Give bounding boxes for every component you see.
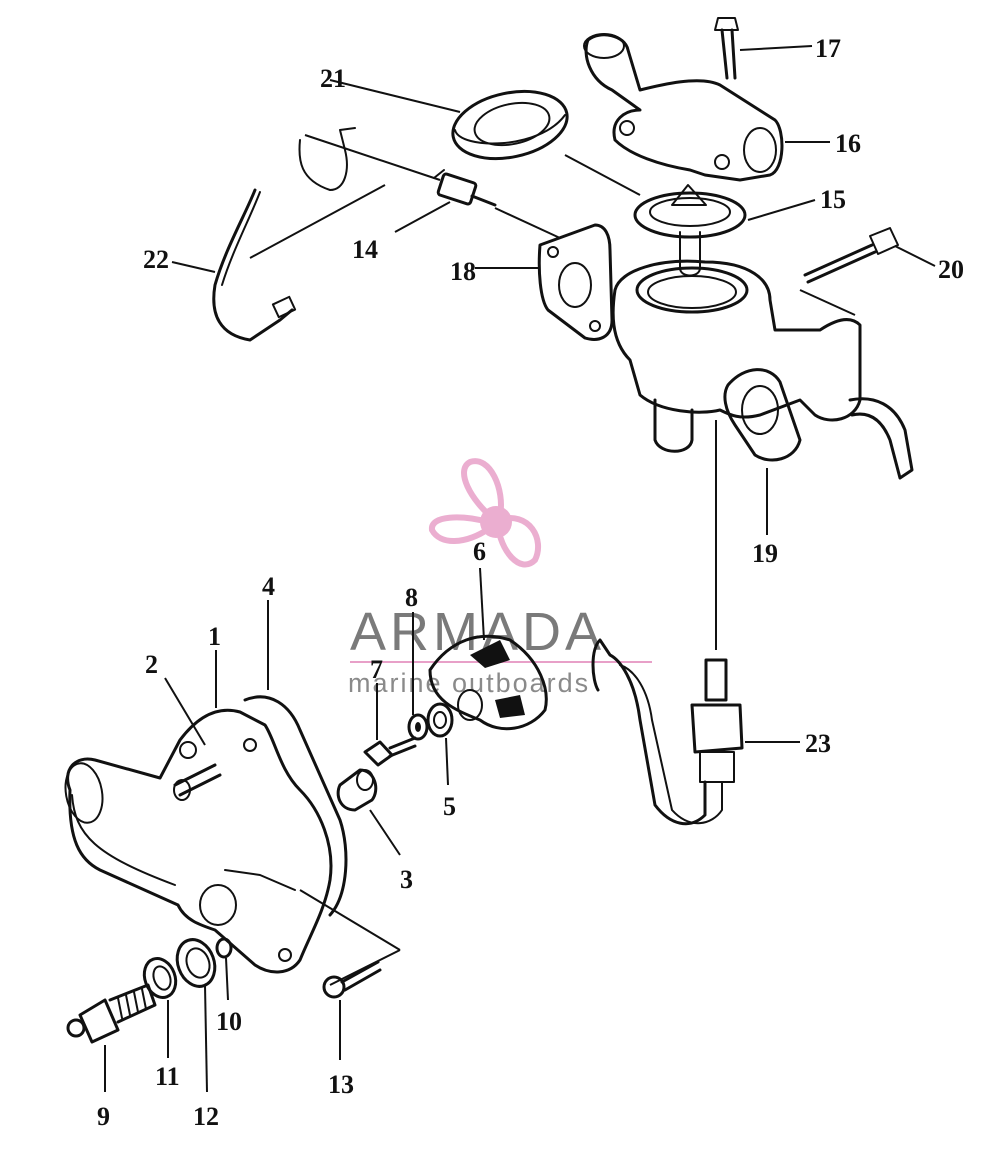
part-22-wire-lead <box>212 127 356 342</box>
watermark-tagline: marine outboards <box>348 668 590 698</box>
label-part-7: 7 <box>370 655 383 684</box>
part-19-thermostat-housing <box>611 259 914 480</box>
part-16-thermostat-cover <box>583 33 784 182</box>
part-18-inlet-flange <box>537 223 614 341</box>
label-part-1: 1 <box>208 622 221 651</box>
part-23-temperature-switch <box>591 638 744 826</box>
label-part-17: 17 <box>815 34 841 63</box>
part-13-screw <box>322 960 382 999</box>
label-part-2: 2 <box>145 650 158 679</box>
watermark: ARMADA marine outboards <box>348 458 652 698</box>
label-part-16: 16 <box>835 129 861 158</box>
label-part-11: 11 <box>155 1062 180 1091</box>
part-3-sleeve <box>336 768 378 812</box>
label-part-6: 6 <box>473 537 486 566</box>
part-8-washer <box>407 713 429 741</box>
part-20-long-bolt <box>803 227 899 284</box>
label-part-4: 4 <box>262 572 275 601</box>
part-number-labels: 1 2 3 4 5 6 7 8 9 10 11 12 13 14 15 16 1… <box>97 34 964 1131</box>
label-part-21: 21 <box>320 64 346 93</box>
part-4-pump-gasket <box>243 695 348 917</box>
part-14-temperature-sender <box>433 169 497 207</box>
part-6-impeller <box>428 634 548 731</box>
part-21-seal-ring <box>451 89 569 161</box>
part-9-drain-plug <box>66 983 157 1044</box>
label-part-8: 8 <box>405 583 418 612</box>
label-part-10: 10 <box>216 1007 242 1036</box>
label-part-9: 9 <box>97 1102 110 1131</box>
label-part-20: 20 <box>938 255 964 284</box>
part-7-bolt <box>363 736 417 767</box>
part-10-washer <box>215 937 233 959</box>
label-part-22: 22 <box>143 245 169 274</box>
propeller-logo-icon <box>429 458 542 568</box>
part-2-bolt <box>173 763 222 801</box>
label-part-12: 12 <box>193 1102 219 1131</box>
part-11-washer <box>142 957 178 999</box>
part-12-washer <box>175 938 217 988</box>
label-part-23: 23 <box>805 729 831 758</box>
part-1-water-pump-body <box>64 708 333 974</box>
label-part-18: 18 <box>450 257 476 286</box>
label-part-13: 13 <box>328 1070 354 1099</box>
label-part-19: 19 <box>752 539 778 568</box>
leader-21-to-housing <box>564 154 641 196</box>
label-part-15: 15 <box>820 185 846 214</box>
part-5-washer <box>426 702 454 738</box>
label-part-3: 3 <box>400 865 413 894</box>
label-part-5: 5 <box>443 792 456 821</box>
part-17-bolt <box>714 17 739 80</box>
label-part-14: 14 <box>352 235 378 264</box>
watermark-brand: ARMADA <box>350 602 605 662</box>
